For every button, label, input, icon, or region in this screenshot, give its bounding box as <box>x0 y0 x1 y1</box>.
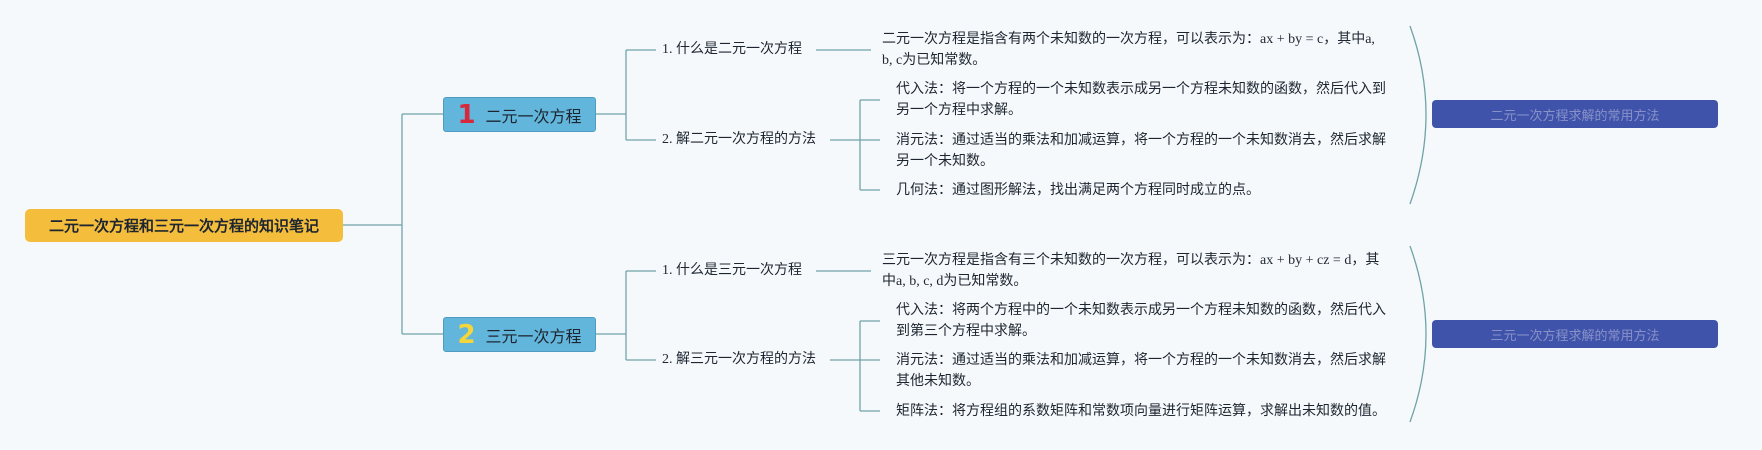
detail-2-2-3-text: 矩阵法：将方程组的系数矩阵和常数项向量进行矩阵运算，求解出未知数的值。 <box>896 404 1386 419</box>
detail-2-2-1[interactable]: 代入法：将两个方程中的一个未知数表示成另一个方程未知数的函数，然后代入到第三个方… <box>896 300 1392 342</box>
detail-1-2-2[interactable]: 消元法：通过适当的乘法和加减运算，将一个方程的一个未知数消去，然后求解另一个未知… <box>896 130 1392 172</box>
summary-2-text: 三元一次方程求解的常用方法 <box>1490 328 1660 344</box>
detail-2-2-2-text: 消元法：通过适当的乘法和加减运算，将一个方程的一个未知数消去，然后求解其他未知数… <box>896 353 1386 389</box>
topic-1-2[interactable]: 2. 解二元一次方程的方法 <box>662 130 816 150</box>
topic-2-2[interactable]: 2. 解三元一次方程的方法 <box>662 350 816 370</box>
branch-2[interactable]: 2 三元一次方程 <box>443 317 596 352</box>
detail-1-1-text: 二元一次方程是指含有两个未知数的一次方程，可以表示为：ax + by = c，其… <box>882 32 1375 68</box>
detail-1-1[interactable]: 二元一次方程是指含有两个未知数的一次方程，可以表示为：ax + by = c，其… <box>882 29 1382 71</box>
branch-1[interactable]: 1 二元一次方程 <box>443 97 596 132</box>
topic-2-1-label: 1. 什么是三元一次方程 <box>662 263 802 278</box>
detail-1-2-1-text: 代入法：将一个方程的一个未知数表示成另一个方程未知数的函数，然后代入到另一个方程… <box>896 82 1386 118</box>
detail-1-2-2-text: 消元法：通过适当的乘法和加减运算，将一个方程的一个未知数消去，然后求解另一个未知… <box>896 133 1386 169</box>
detail-2-2-2[interactable]: 消元法：通过适当的乘法和加减运算，将一个方程的一个未知数消去，然后求解其他未知数… <box>896 350 1392 392</box>
topic-1-1[interactable]: 1. 什么是二元一次方程 <box>662 40 802 60</box>
detail-2-1-text: 三元一次方程是指含有三个未知数的一次方程，可以表示为：ax + by + cz … <box>882 253 1380 289</box>
branch-2-label: 三元一次方程 <box>485 326 582 346</box>
root-topic[interactable]: 二元一次方程和三元一次方程的知识笔记 <box>25 209 343 242</box>
topic-2-2-label: 2. 解三元一次方程的方法 <box>662 352 816 367</box>
detail-2-2-1-text: 代入法：将两个方程中的一个未知数表示成另一个方程未知数的函数，然后代入到第三个方… <box>896 303 1386 339</box>
root-title: 二元一次方程和三元一次方程的知识笔记 <box>48 217 319 235</box>
summary-1-text: 二元一次方程求解的常用方法 <box>1490 108 1660 124</box>
topic-1-2-label: 2. 解二元一次方程的方法 <box>662 132 816 147</box>
summary-1[interactable]: 二元一次方程求解的常用方法 <box>1432 100 1718 128</box>
detail-2-1[interactable]: 三元一次方程是指含有三个未知数的一次方程，可以表示为：ax + by + cz … <box>882 250 1382 292</box>
branch-1-label: 二元一次方程 <box>485 106 582 126</box>
summary-2[interactable]: 三元一次方程求解的常用方法 <box>1432 320 1718 348</box>
topic-2-1[interactable]: 1. 什么是三元一次方程 <box>662 261 802 281</box>
detail-1-2-3[interactable]: 几何法：通过图形解法，找出满足两个方程同时成立的点。 <box>896 180 1392 201</box>
detail-2-2-3[interactable]: 矩阵法：将方程组的系数矩阵和常数项向量进行矩阵运算，求解出未知数的值。 <box>896 401 1392 422</box>
number-badge-1: 1 <box>457 99 476 130</box>
topic-1-1-label: 1. 什么是二元一次方程 <box>662 42 802 57</box>
number-badge-2: 2 <box>457 319 476 350</box>
detail-1-2-3-text: 几何法：通过图形解法，找出满足两个方程同时成立的点。 <box>896 183 1260 198</box>
detail-1-2-1[interactable]: 代入法：将一个方程的一个未知数表示成另一个方程未知数的函数，然后代入到另一个方程… <box>896 79 1392 121</box>
